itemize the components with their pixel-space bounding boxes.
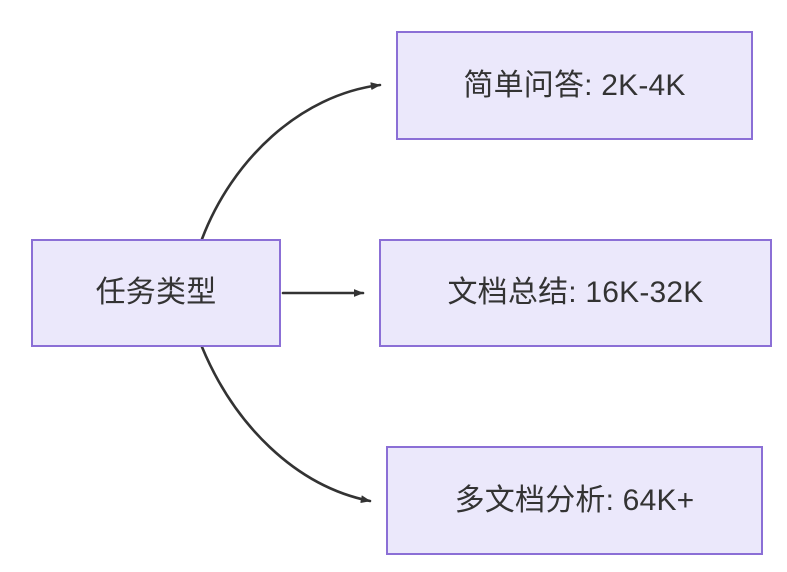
edge-source-to-multidoc [200,345,372,504]
node-multi-doc-analysis[interactable]: 多文档分析: 64K+ [386,446,763,555]
node-simple-qa[interactable]: 简单问答: 2K-4K [396,31,753,140]
node-doc-summary-label: 文档总结: 16K-32K [447,276,704,309]
node-simple-qa-label: 简单问答: 2K-4K [463,68,686,102]
node-task-type-label: 任务类型 [95,276,217,309]
node-doc-summary[interactable]: 文档总结: 16K-32K [379,239,772,347]
edge-source-to-simple [200,82,382,241]
node-multi-doc-analysis-label: 多文档分析: 64K+ [454,483,695,517]
node-task-type[interactable]: 任务类型 [31,239,281,347]
